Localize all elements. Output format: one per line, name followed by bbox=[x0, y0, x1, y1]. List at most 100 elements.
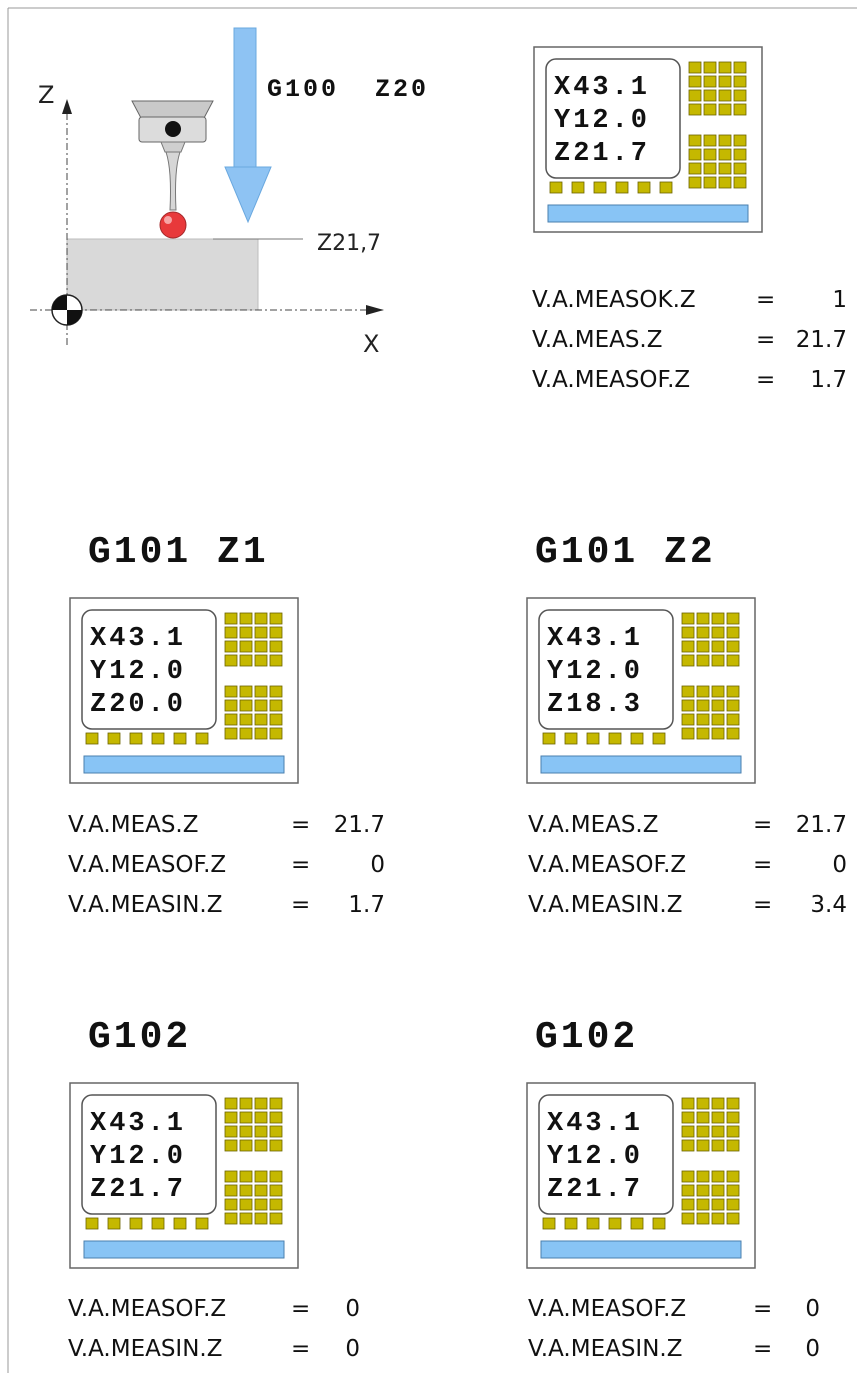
keypad-key bbox=[719, 149, 731, 160]
keypad-key bbox=[682, 1185, 694, 1196]
keypad-key bbox=[697, 1112, 709, 1123]
keypad-key bbox=[689, 90, 701, 101]
g101-z1-status-bar bbox=[84, 756, 284, 773]
softkey bbox=[152, 733, 164, 744]
variable-name: V.A.MEAS.Z bbox=[68, 812, 199, 838]
keypad-key bbox=[255, 1185, 267, 1196]
keypad-key bbox=[697, 655, 709, 666]
keypad-key bbox=[270, 1140, 282, 1151]
keypad-key bbox=[697, 714, 709, 725]
softkey bbox=[565, 733, 577, 744]
softkey bbox=[572, 182, 584, 193]
keypad-key bbox=[225, 714, 237, 725]
variable-value: 0 bbox=[370, 852, 385, 878]
g101-z1-screen-line: X43.1 bbox=[90, 624, 186, 654]
keypad-key bbox=[712, 1213, 724, 1224]
keypad-key bbox=[240, 613, 252, 624]
keypad-key bbox=[240, 1171, 252, 1182]
g101-z1-screen-line: Z20.0 bbox=[90, 690, 186, 720]
keypad-key bbox=[255, 686, 267, 697]
keypad-key bbox=[727, 1213, 739, 1224]
origin-icon bbox=[52, 295, 82, 325]
variable-equals: = bbox=[756, 367, 775, 393]
variable-value: 1.7 bbox=[810, 367, 847, 393]
keypad-key bbox=[727, 1171, 739, 1182]
keypad-key bbox=[255, 1140, 267, 1151]
keypad-key bbox=[225, 1171, 237, 1182]
surface-label: Z21,7 bbox=[317, 231, 381, 256]
keypad-key bbox=[240, 1185, 252, 1196]
keypad-key bbox=[704, 177, 716, 188]
softkey bbox=[616, 182, 628, 193]
variable-value: 0 bbox=[345, 1296, 360, 1322]
variable-equals: = bbox=[753, 892, 772, 918]
keypad-key bbox=[225, 686, 237, 697]
softkey bbox=[174, 1218, 186, 1229]
keypad-key bbox=[697, 1171, 709, 1182]
softkey bbox=[550, 182, 562, 193]
keypad-key bbox=[240, 1112, 252, 1123]
softkey bbox=[86, 733, 98, 744]
keypad-key bbox=[225, 1126, 237, 1137]
g102-right-variables: V.A.MEASOF.Z=0V.A.MEASIN.Z=0 bbox=[528, 1296, 820, 1362]
keypad-key bbox=[697, 627, 709, 638]
keypad-key bbox=[704, 149, 716, 160]
keypad-key bbox=[734, 90, 746, 101]
probe-diagram: Z21,7 Z X G100 Z20 bbox=[30, 28, 429, 358]
keypad-key bbox=[682, 613, 694, 624]
g102-right-cnc-panel: X43.1Y12.0Z21.7 bbox=[527, 1083, 755, 1268]
variable-value: 1 bbox=[832, 287, 847, 313]
keypad-key bbox=[682, 700, 694, 711]
keypad-key bbox=[704, 135, 716, 146]
keypad-key bbox=[270, 728, 282, 739]
g101-z2-status-bar bbox=[541, 756, 741, 773]
keypad-key bbox=[719, 177, 731, 188]
variable-name: V.A.MEASIN.Z bbox=[528, 1336, 683, 1362]
g100-screen-line: X43.1 bbox=[554, 73, 650, 103]
keypad-key bbox=[682, 1140, 694, 1151]
g102-left-status-bar bbox=[84, 1241, 284, 1258]
keypad-key bbox=[255, 714, 267, 725]
softkey bbox=[130, 1218, 142, 1229]
variable-value: 21.7 bbox=[334, 812, 385, 838]
g100-cnc-panel: X43.1Y12.0Z21.7 bbox=[534, 47, 762, 232]
keypad-key bbox=[255, 1213, 267, 1224]
softkey bbox=[543, 1218, 555, 1229]
keypad-key bbox=[270, 1171, 282, 1182]
softkey bbox=[86, 1218, 98, 1229]
g102-right-screen-line: X43.1 bbox=[547, 1109, 643, 1139]
g102-right-screen-line: Y12.0 bbox=[547, 1142, 643, 1172]
keypad-key bbox=[697, 1140, 709, 1151]
keypad-key bbox=[225, 1213, 237, 1224]
keypad-key bbox=[727, 641, 739, 652]
keypad-key bbox=[270, 700, 282, 711]
keypad-key bbox=[712, 700, 724, 711]
keypad-key bbox=[240, 686, 252, 697]
keypad-key bbox=[727, 1185, 739, 1196]
g102-right-title: G102 bbox=[535, 1016, 638, 1059]
keypad-key bbox=[255, 1126, 267, 1137]
keypad-key bbox=[727, 1112, 739, 1123]
keypad-key bbox=[704, 62, 716, 73]
variable-equals: = bbox=[291, 1336, 310, 1362]
softkey bbox=[638, 182, 650, 193]
softkey bbox=[609, 733, 621, 744]
keypad-key bbox=[689, 135, 701, 146]
keypad-key bbox=[270, 613, 282, 624]
keypad-key bbox=[712, 627, 724, 638]
keypad-key bbox=[255, 1112, 267, 1123]
variable-equals: = bbox=[756, 287, 775, 313]
keypad-key bbox=[255, 728, 267, 739]
keypad-key bbox=[270, 641, 282, 652]
keypad-key bbox=[225, 1140, 237, 1151]
keypad-key bbox=[719, 90, 731, 101]
keypad-key bbox=[712, 686, 724, 697]
keypad-key bbox=[255, 1199, 267, 1210]
keypad-key bbox=[255, 1098, 267, 1109]
variable-value: 1.7 bbox=[348, 892, 385, 918]
g101-z2-cnc-panel: X43.1Y12.0Z18.3 bbox=[527, 598, 755, 783]
softkey bbox=[631, 733, 643, 744]
keypad-key bbox=[734, 163, 746, 174]
